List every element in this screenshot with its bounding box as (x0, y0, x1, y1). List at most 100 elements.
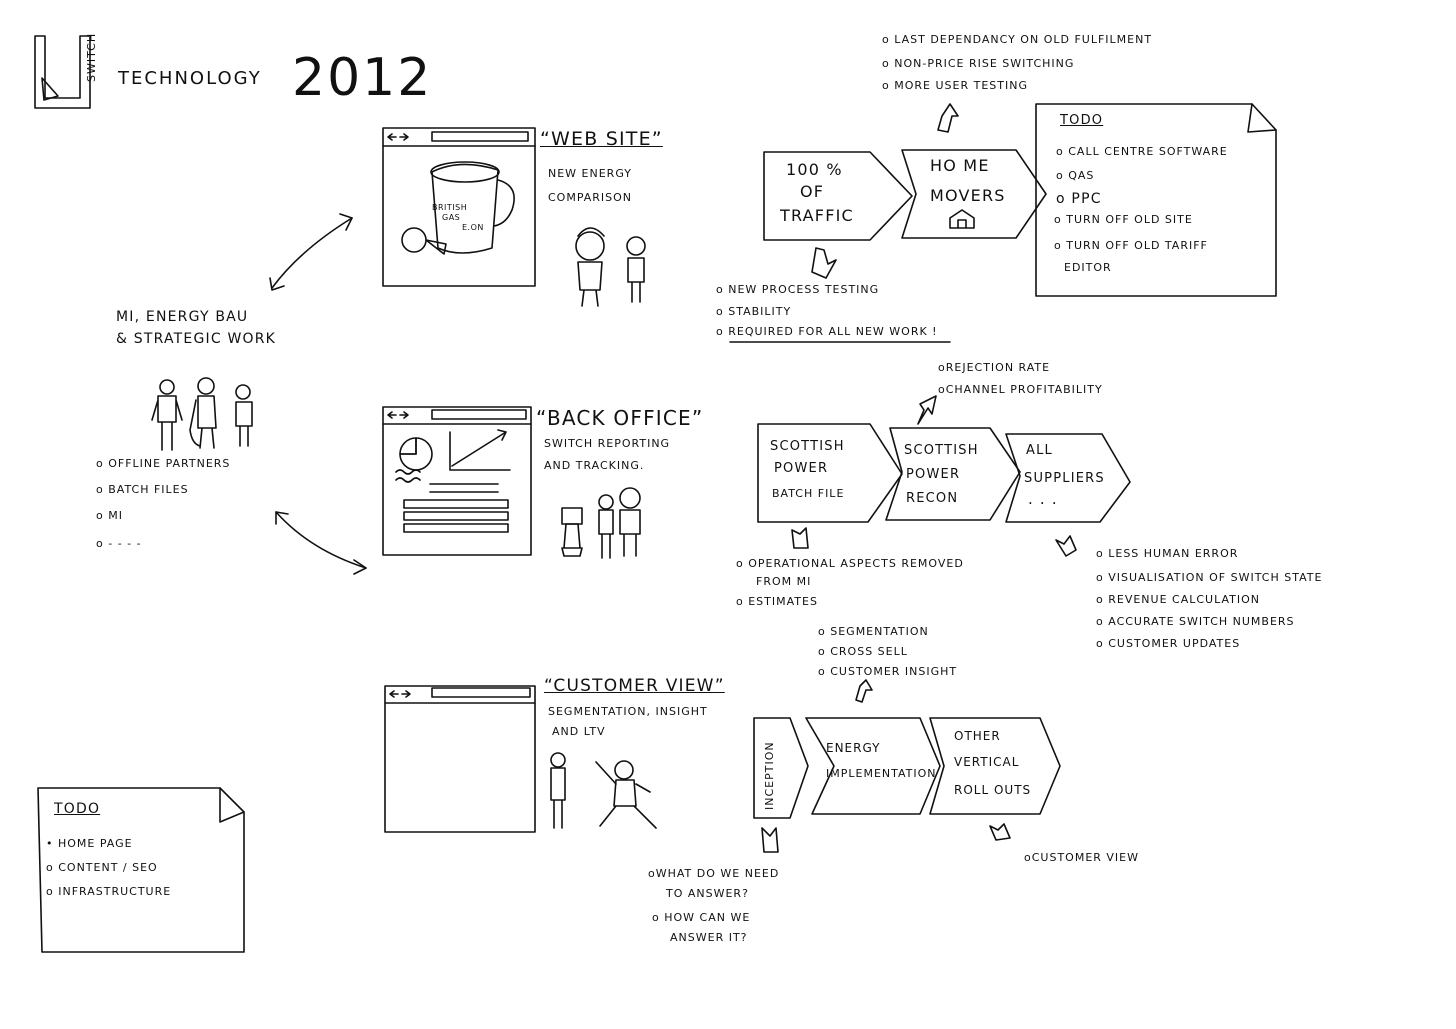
mi-label-2: & STRATEGIC WORK (116, 331, 277, 347)
flow2-bottom-note-1: o OPERATIONAL ASPECTS REMOVED (736, 557, 964, 570)
flow3-right-note-text: CUSTOMER VIEW (1031, 851, 1140, 864)
flow2-box3-line1: ALL (1026, 443, 1053, 458)
flow2-box1-line1: SCOTTISH (770, 439, 845, 454)
flow2-shapes (757, 395, 1131, 557)
flow3-box1: INCEPTION (763, 741, 776, 810)
flow3-box3-line3: ROLL OUTS (954, 783, 1032, 797)
flow1-box2-line2: MOVERS (930, 186, 1006, 205)
mug-text-3: E.ON (462, 223, 484, 232)
flow2-top-note: oCHANNEL PROFITABILITY (938, 383, 1103, 396)
flow1-bottom-note-text: STABILITY (728, 305, 792, 318)
flow3-question: oWHAT DO WE NEED (648, 867, 780, 880)
flow3-question-text: WHAT DO WE NEED (655, 867, 780, 880)
flow1-todo-item-text: PPC (1071, 191, 1102, 207)
mug-text-2: GAS (442, 213, 461, 222)
flow1-top-note-text: NON-PRICE RISE SWITCHING (894, 57, 1075, 70)
flow1-bottom-note-text: NEW PROCESS TESTING (728, 283, 880, 296)
flow3-box2-line2: IMPLEMENTATION (826, 767, 937, 780)
browser-customer (384, 685, 536, 833)
flow2-top-note: oREJECTION RATE (938, 361, 1051, 374)
flow1-bottom-note: o STABILITY (716, 305, 792, 318)
flow1-todo-item-cont: EDITOR (1064, 261, 1112, 274)
flow3-top-note-text: SEGMENTATION (830, 625, 929, 638)
flow1-box1-line1: 100 % (786, 160, 843, 179)
flow2-top-note-text: CHANNEL PROFITABILITY (945, 383, 1103, 396)
flow1-todo-item-text: TURN OFF OLD SITE (1066, 213, 1193, 226)
flow3-box2-line1: ENERGY (826, 741, 881, 755)
flow1-todo-item-text: QAS (1068, 169, 1095, 182)
flow1-todo-item-text: CALL CENTRE SOFTWARE (1068, 145, 1228, 158)
mi-label-1: MI, ENERGY BAU (116, 309, 249, 325)
people-customer (550, 752, 657, 829)
flow3-top-note-text: CROSS SELL (830, 645, 908, 658)
left-bullet: o BATCH FILES (96, 483, 189, 496)
flow2-box3-line3: . . . (1028, 490, 1058, 508)
flow3-top-note: o CUSTOMER INSIGHT (818, 665, 958, 678)
flow3-shapes (753, 679, 1061, 853)
flow2-bottom-note-2: FROM MI (756, 575, 812, 588)
flow1-top-note-text: LAST DEPENDANCY ON OLD FULFILMENT (894, 33, 1153, 46)
year-label: 2012 (292, 48, 433, 108)
flow2-right-note-text: CUSTOMER UPDATES (1108, 637, 1241, 650)
flow3-top-note: o SEGMENTATION (818, 625, 929, 638)
flow3-box3-line2: VERTICAL (954, 755, 1020, 769)
flow2-top-note-text: REJECTION RATE (945, 361, 1051, 374)
flow2-right-note-text: REVENUE CALCULATION (1108, 593, 1260, 606)
todo-item: o INFRASTRUCTURE (46, 885, 172, 898)
flow2-bottom-note-text: ESTIMATES (748, 595, 818, 608)
flow3-box3-line1: OTHER (954, 729, 1001, 743)
website-subtitle-2: COMPARISON (548, 191, 633, 204)
people-website (575, 227, 646, 307)
double-arrow-bottom (275, 511, 367, 569)
flow1-box1-line2: OF (800, 182, 825, 201)
left-bullet: o MI (96, 509, 123, 522)
flow3-question: o HOW CAN WE (652, 911, 751, 924)
flow1-top-note-text: MORE USER TESTING (894, 79, 1028, 92)
flow1-box2-line1: HO ME (930, 156, 990, 175)
flow2-box3-line2: SUPPLIERS (1024, 471, 1105, 486)
people-group-left (151, 377, 253, 451)
flow2-box2-line1: SCOTTISH (904, 443, 979, 458)
logo-icon (34, 35, 91, 109)
flow3-top-note: o CROSS SELL (818, 645, 908, 658)
todo-item-text: INFRASTRUCTURE (58, 885, 172, 898)
left-bullet: o - - - - (96, 537, 142, 550)
flow2-right-note: o REVENUE CALCULATION (1096, 593, 1260, 606)
website-title: “WEB SITE” (540, 128, 663, 150)
flow1-box1-line3: TRAFFIC (780, 206, 854, 225)
flow1-bottom-note: o REQUIRED FOR ALL NEW WORK ! (716, 325, 938, 338)
todo-item: • HOME PAGE (46, 837, 133, 850)
todo-item: o CONTENT / SEO (46, 861, 158, 874)
browser-website (382, 127, 536, 287)
todo-note-bottom-left (37, 787, 245, 953)
double-arrow-top (271, 217, 353, 289)
customer-subtitle-1: SEGMENTATION, INSIGHT (548, 705, 708, 718)
customer-title: “CUSTOMER VIEW” (544, 676, 725, 696)
flow2-right-note-text: ACCURATE SWITCH NUMBERS (1108, 615, 1295, 628)
flow1-bottom-note-text: REQUIRED FOR ALL NEW WORK ! (728, 325, 938, 338)
left-bullet-text: - - - - (108, 537, 142, 550)
flow3-top-note-text: CUSTOMER INSIGHT (830, 665, 958, 678)
flow2-right-note-text: VISUALISATION OF SWITCH STATE (1108, 571, 1323, 584)
backoffice-subtitle-2: AND TRACKING. (544, 459, 645, 472)
flow2-right-note: o LESS HUMAN ERROR (1096, 547, 1239, 560)
flow1-top-note: o LAST DEPENDANCY ON OLD FULFILMENT (882, 33, 1153, 46)
left-bullet: o OFFLINE PARTNERS (96, 457, 231, 470)
flow2-right-note-text: LESS HUMAN ERROR (1108, 547, 1239, 560)
flow2-right-note: o CUSTOMER UPDATES (1096, 637, 1241, 650)
flow1-todo-title: TODO (1060, 113, 1104, 128)
logo-text: SWITCH (85, 32, 98, 82)
left-bullet-text: MI (108, 509, 123, 522)
left-bullet-text: OFFLINE PARTNERS (108, 457, 231, 470)
flow1-todo-item: o CALL CENTRE SOFTWARE (1056, 145, 1228, 158)
flow2-box2-line3: RECON (906, 491, 959, 506)
flow1-bottom-note: o NEW PROCESS TESTING (716, 283, 880, 296)
browser-backoffice (382, 406, 532, 556)
flow3-question-cont: TO ANSWER? (666, 887, 749, 900)
left-bullet-text: BATCH FILES (108, 483, 189, 496)
flow1-top-note: o MORE USER TESTING (882, 79, 1028, 92)
flow2-box1-line2: POWER (774, 461, 829, 476)
flow1-top-note: o NON-PRICE RISE SWITCHING (882, 57, 1075, 70)
flow1-todo-item: o PPC (1056, 191, 1102, 207)
